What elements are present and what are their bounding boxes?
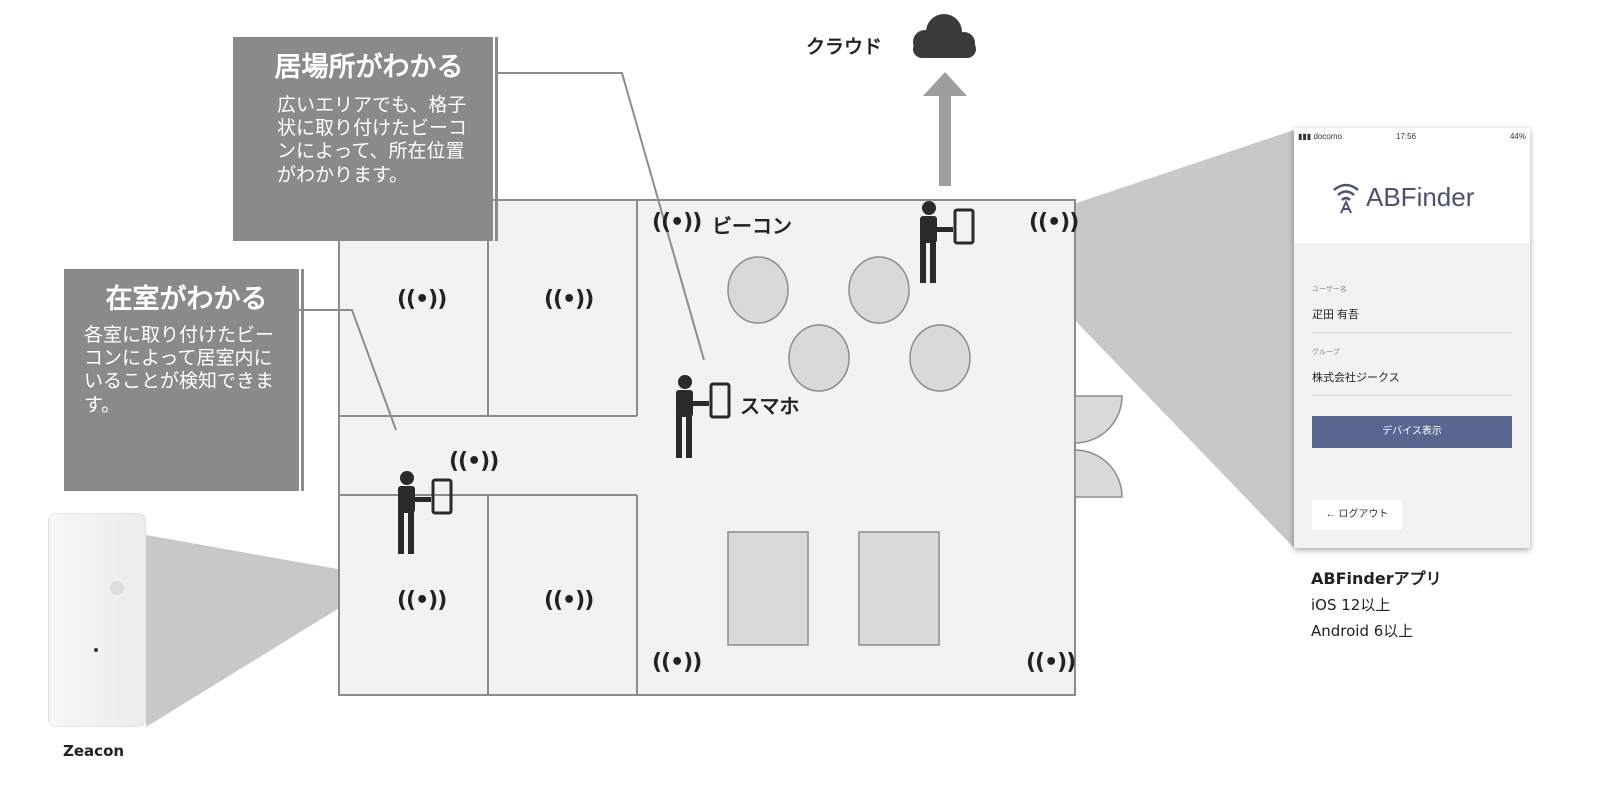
beacon-icon: ((•))	[1029, 210, 1079, 235]
status-carrier: ▮▮▮ docomo	[1298, 132, 1342, 141]
location-callout-bar	[495, 37, 498, 241]
beacon-icon: ((•))	[397, 287, 447, 312]
status-time: 17:56	[1396, 132, 1417, 141]
presence-leader-line	[299, 309, 397, 431]
app-caption-android: Android 6以上	[1311, 622, 1414, 640]
divider	[1312, 332, 1512, 333]
presence-callout-bar	[301, 269, 304, 491]
beacon-icon: ((•))	[1026, 650, 1076, 675]
location-callout-body: 広いエリアでも、格子状に取り付けたビーコンによって、所在位置がわかります。	[277, 94, 468, 186]
room-walls	[339, 200, 638, 695]
beacon-icon: ((•))	[652, 650, 702, 675]
app-caption: ABFinderアプリ iOS 12以上 Android 6以上	[1311, 566, 1442, 644]
device-led	[110, 581, 124, 595]
door-swings	[1074, 395, 1123, 498]
device-projection-cone	[146, 535, 388, 727]
device-hole	[94, 648, 98, 652]
person-with-phone-icon	[398, 471, 453, 554]
status-bar: ▮▮▮ docomo 17:56 44%	[1298, 132, 1526, 144]
device-display-button[interactable]: デバイス表示	[1312, 416, 1512, 448]
presence-callout: 在室がわかる 各室に取り付けたビーコンによって居室内にいることが検知できます。	[64, 269, 299, 491]
app-title: ABFinder	[1366, 182, 1475, 212]
cloud-icon	[913, 14, 976, 58]
person-with-phone-icon	[920, 201, 975, 283]
location-callout-title: 居場所がわかる	[274, 52, 464, 83]
zeacon-device-image	[48, 513, 146, 727]
group-value: 株式会社ジークス	[1312, 372, 1400, 384]
smartphone-label: スマホ	[740, 394, 800, 418]
location-callout: 居場所がわかる 広いエリアでも、格子状に取り付けたビーコンによって、所在位置がわ…	[233, 37, 493, 241]
group-label: グループ	[1312, 349, 1340, 356]
username-label: ユーザー名	[1312, 286, 1347, 293]
beacon-label: ビーコン	[712, 214, 792, 238]
upload-arrow	[923, 72, 967, 186]
app-caption-ios: iOS 12以上	[1311, 596, 1391, 614]
presence-callout-body: 各室に取り付けたビーコンによって居室内にいることが検知できます。	[84, 324, 275, 416]
floor-outline	[338, 199, 1076, 696]
logout-button[interactable]: ← ログアウト	[1312, 500, 1402, 530]
divider	[1312, 395, 1512, 396]
location-leader-line	[497, 72, 705, 361]
app-caption-name: ABFinderアプリ	[1311, 569, 1442, 588]
username-value: 疋田 有吾	[1312, 309, 1360, 321]
app-screenshot: ▮▮▮ docomo 17:56 44% ABFinder ユーザー名 疋田 有…	[1294, 128, 1530, 548]
device-caption: Zeacon	[63, 742, 125, 760]
cloud-label: クラウド	[806, 36, 883, 58]
beacon-icon: ((•))	[652, 210, 702, 235]
beacon-icon: ((•))	[397, 588, 447, 613]
status-battery: 44%	[1509, 132, 1526, 141]
beacon-icon: ((•))	[544, 588, 594, 613]
beacon-icon: ((•))	[449, 449, 499, 474]
rect-tables	[727, 531, 940, 646]
round-tables	[727, 256, 971, 392]
person-with-phone-icon	[676, 375, 731, 458]
app-header: ABFinder	[1294, 146, 1530, 243]
presence-callout-title: 在室がわかる	[105, 284, 268, 315]
beacon-icon: ((•))	[544, 287, 594, 312]
wifi-logo-icon	[1333, 183, 1359, 214]
